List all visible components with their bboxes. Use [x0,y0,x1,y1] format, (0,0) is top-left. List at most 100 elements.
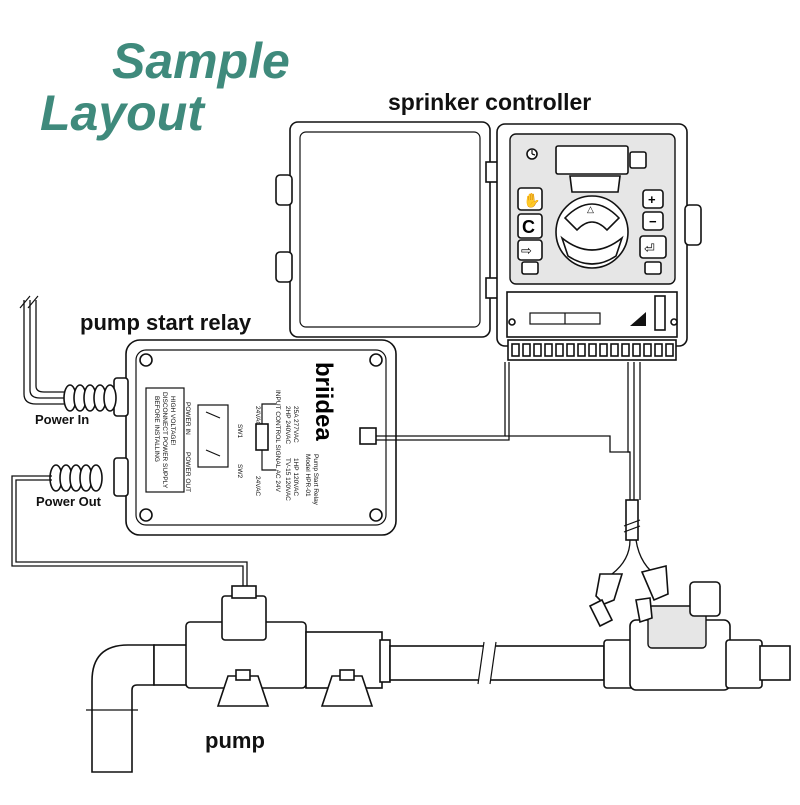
controller-side-tab [684,204,702,246]
relay-brand: briidea [310,362,337,441]
power-cables: Power In Power Out [11,295,248,596]
pump-foot-right [320,675,374,707]
lid-tab-lower [275,251,293,283]
outlet-pipe [759,645,791,681]
relay-rating-2: 2HP 240VAC [284,406,291,444]
terminal-screw [599,343,608,357]
terminal-screw [566,343,575,357]
terminal-screw [577,343,586,357]
pump-top-fitting [221,595,267,641]
dial-grip-bottom [560,235,624,265]
clear-icon: C [522,217,535,237]
relay-gland-out [113,457,129,497]
hand-button [517,187,543,211]
terminal-screw-left [508,318,516,326]
wire-nut-right [640,564,669,602]
clear-button [517,213,543,239]
terminal-screw [621,343,630,357]
terminal-screw [544,343,553,357]
terminal-screw-right [670,318,678,326]
heading-line-1: Sample [112,33,290,89]
pump-label: pump [205,728,265,753]
relay-warning-3: BEFORE INSTALLING [153,396,160,462]
relay-housing-inner [135,349,387,526]
main-pipe [389,645,605,681]
relay-input-port [359,427,377,445]
pipe-elbow [91,644,155,773]
relay-face-text: briidea Pump Start Relay Model HPR-01 25… [153,362,337,506]
pump-bolt-right [339,669,355,681]
power-out-strain-relief [49,464,103,492]
pump-bolt-left [235,669,251,681]
plus-button [642,189,664,209]
minus-button [642,211,664,231]
plus-icon: + [648,192,656,207]
relay-power-out: POWER OUT [184,452,191,492]
sprinkler-controller: sprinker controller ✋ C ⇨ △ [275,89,702,361]
power-in-label: Power In [35,412,89,427]
display-side-button [629,151,647,169]
terminal-screw [522,343,531,357]
terminal-screw [511,343,520,357]
valve-solenoid [689,581,721,617]
relay-24vac-2: 24VAC [254,476,261,496]
wire-nut-left [595,573,624,605]
small-right-button [644,261,662,275]
wire-splice [625,499,639,541]
coil-ring [103,384,117,412]
relay-label: pump start relay [80,310,252,335]
relay-warning-box [145,387,185,493]
pump-outlet-collar [379,639,391,683]
terminal-screw [632,343,641,357]
relay-warning-1: HIGH VOLTAGE! [169,396,176,446]
relay-coil [255,423,269,451]
terminal-screw [654,343,663,357]
minus-icon: − [649,214,657,229]
coil-ring [89,464,103,492]
pump-foot-left [216,675,270,707]
power-out-label: Power Out [36,494,102,509]
valve-outlet-fitting [725,639,763,689]
terminal-screw [555,343,564,357]
warning-triangle-icon [630,312,646,326]
controller-lid-inner [299,131,481,328]
terminal-screw [588,343,597,357]
controller-lid [289,121,491,338]
pump-start-relay: pump start relay briidea Pump Start Rela… [80,310,397,536]
relay-model-line-2: Model HPR-01 [304,454,311,497]
hand-icon: ✋ [523,192,540,208]
dial-marker-icon: △ [587,204,594,214]
relay-24vac-1: 24VAC [254,406,261,426]
terminal-screw [665,343,674,357]
next-button [517,239,543,261]
relay-switch-schematic [197,404,229,468]
pipe-system: pump [86,581,791,773]
enter-button [639,235,667,259]
relay-rating-1: 25A 277VAC [292,406,299,443]
pipe-inlet [153,644,189,686]
relay-power-in: POWER IN [184,402,191,435]
controller-display [555,145,629,175]
relay-rating-4: TV-15 120VAC [284,458,291,501]
arrow-right-icon: ⇨ [521,243,532,258]
terminal-screw [610,343,619,357]
relay-warning-2: DISCONNECT POWER SUPPLY [161,392,168,489]
relay-sw2: SW2 [236,464,243,478]
terminal-cover [506,291,678,338]
controller-label: sprinker controller [388,89,591,115]
terminal-switch [654,295,666,331]
small-left-button [521,261,539,275]
power-in-strain-relief [63,384,117,412]
relay-model-line-1: Pump Start Relay [312,454,319,506]
enter-icon: ⏎ [644,241,655,256]
pump-wire-gland [231,585,257,599]
terminal-strip [507,339,677,361]
valve-bonnet [647,605,707,649]
dial-grip-top [563,203,621,232]
terminal-screw [533,343,542,357]
lid-tab-upper [275,174,293,206]
terminal-screw [643,343,652,357]
wire-nuts [588,539,669,628]
